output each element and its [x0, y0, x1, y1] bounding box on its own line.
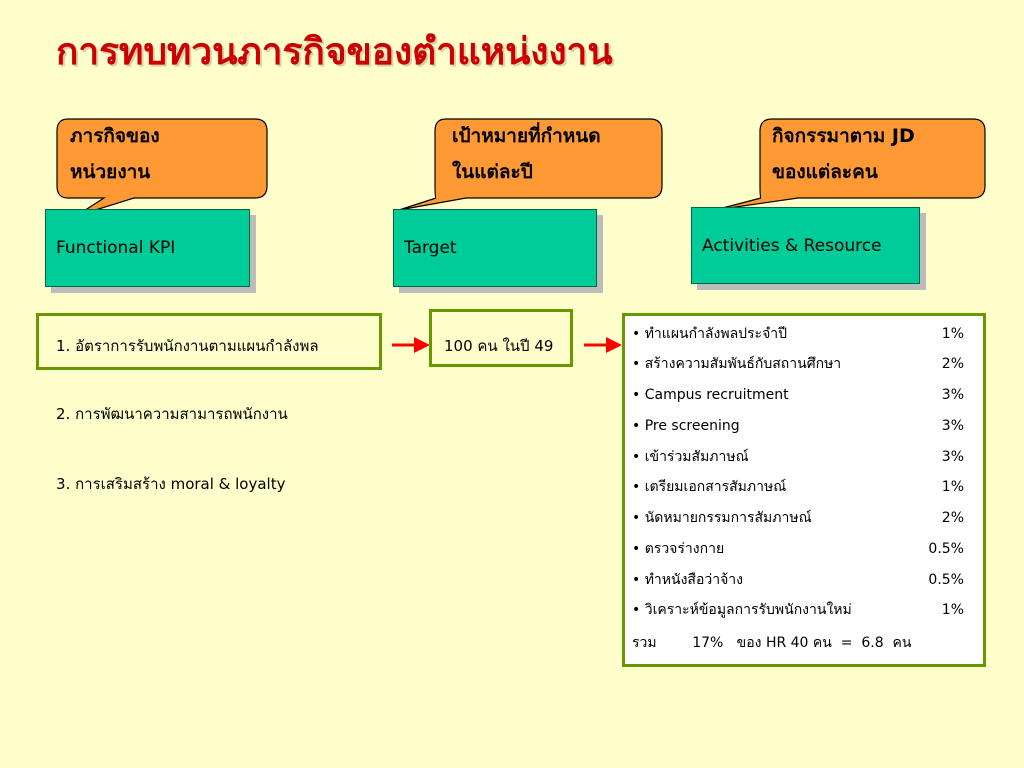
callout-bubble-target — [398, 118, 663, 211]
arrow-target-to-activities — [584, 337, 622, 353]
arrow-kpi-to-target — [392, 337, 430, 353]
list-item: • เข้าร่วมสัมภาษณ์3% — [632, 449, 964, 465]
header-activities-resource: Activities & Resource — [691, 207, 920, 284]
list-item: • เตรียมเอกสารสัมภาษณ์1% — [632, 479, 964, 495]
kpi-item-3: 3. การเสริมสร้าง moral & loyalty — [56, 475, 286, 493]
list-item: • นัดหมายกรรมการสัมภาษณ์2% — [632, 510, 964, 526]
list-item: • ทำแผนกำลังพลประจำปี1% — [632, 326, 964, 342]
header-target: Target — [393, 209, 597, 287]
target-value: 100 คน ในปี 49 — [444, 337, 554, 355]
kpi-1-box — [36, 313, 382, 370]
page-title: การทบทวนภารกิจของตำแหน่งงาน — [56, 30, 613, 73]
callout-text-mission: ภารกิจของ หน่วยงาน — [70, 125, 160, 183]
list-item: • วิเคราะห์ข้อมูลการรับพนักงานใหม่1% — [632, 602, 964, 618]
activities-box — [622, 313, 986, 667]
callout-bubble-mission — [56, 118, 268, 217]
kpi-item-1: 1. อัตราการรับพนักงานตามแผนกำลังพล — [56, 337, 319, 355]
callout-bubble-activities — [714, 118, 986, 211]
callout-text-activities: กิจกรรมาตาม JD ของแต่ละคน — [772, 125, 915, 183]
target-box — [429, 309, 573, 367]
kpi-item-2: 2. การพัฒนาความสามารถพนักงาน — [56, 405, 288, 423]
header-functional-kpi: Functional KPI — [45, 209, 250, 287]
activities-total: รวม 17% ของ HR 40 คน = 6.8 คน — [632, 635, 912, 651]
callout-text-target: เป้าหมายที่กำหนด ในแต่ละปี — [452, 125, 601, 183]
